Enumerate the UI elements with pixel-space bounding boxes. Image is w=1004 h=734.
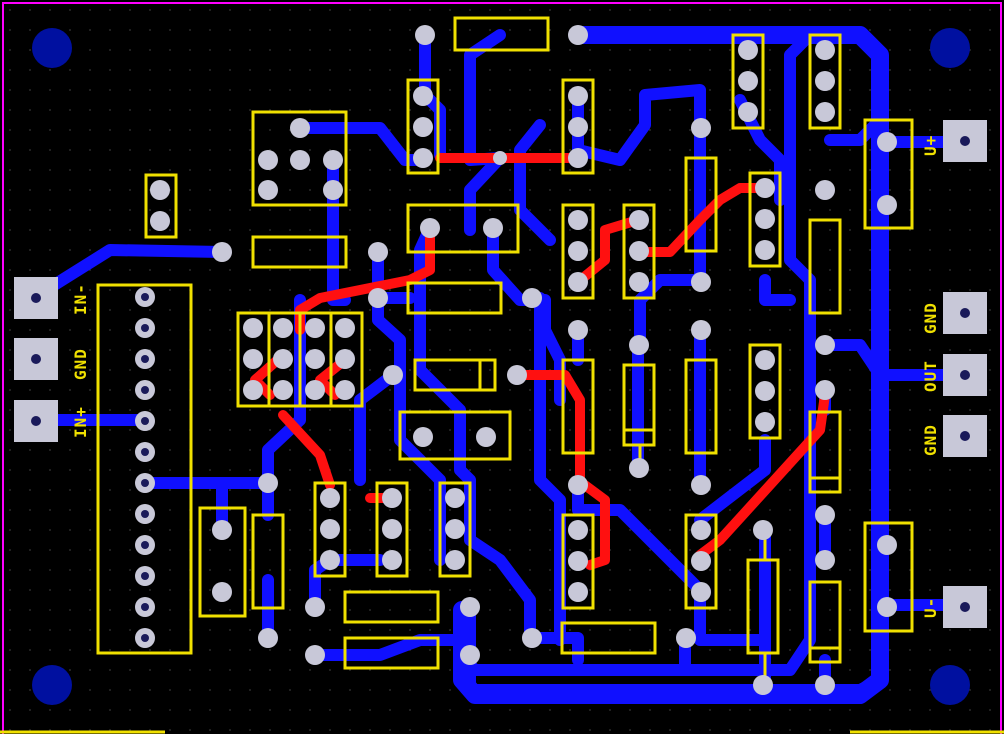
d-horizontal <box>413 358 497 392</box>
d-vert-3 <box>808 580 842 664</box>
connector-pads <box>14 120 987 628</box>
c-uminus <box>863 521 914 633</box>
label-gnd-right-bottom: GND <box>921 424 940 456</box>
q-mid-1 <box>561 203 595 300</box>
q-top-2 <box>561 78 595 175</box>
c-uplus <box>863 118 914 230</box>
label-in-plus: IN+ <box>71 406 90 438</box>
pad-drills <box>141 293 149 642</box>
r-bottom-2 <box>343 636 440 670</box>
q-mid-4 <box>748 343 782 440</box>
r-vert-4 <box>808 218 842 315</box>
silkscreen-outlines <box>96 16 914 685</box>
r-vert-1 <box>684 156 718 253</box>
r-bottom-1 <box>343 590 440 624</box>
r-mid-1 <box>406 281 503 315</box>
q-top-3 <box>731 33 765 130</box>
r-vert-6 <box>746 558 780 655</box>
d-vert-2 <box>808 410 842 494</box>
r-vert-3 <box>561 358 595 455</box>
c-left <box>198 506 247 618</box>
label-v-plus: U+ <box>921 135 940 156</box>
label-gnd-right-top: GND <box>921 302 940 334</box>
r-vert-2 <box>684 358 718 455</box>
mounting-hole-top-right <box>930 28 970 68</box>
q-top-1 <box>406 78 440 175</box>
r-bottom-3 <box>560 621 657 655</box>
q-low-4 <box>561 513 595 610</box>
mounting-hole-top-left <box>32 28 72 68</box>
mounting-hole-bottom-left <box>32 665 72 705</box>
c-mid-2 <box>398 410 512 461</box>
q-mid-3 <box>748 171 782 268</box>
trimmer-outline <box>251 110 348 207</box>
bottom-copper-power-rails <box>453 26 889 704</box>
ic-socket-outline <box>96 283 193 655</box>
q-low-2 <box>375 481 409 578</box>
mounting-hole-bottom-right <box>930 665 970 705</box>
label-v-minus: U- <box>921 597 940 618</box>
label-out: OUT <box>921 360 940 392</box>
q-low-1 <box>313 481 347 578</box>
q-low-5 <box>684 513 718 610</box>
q-top-4 <box>808 33 842 130</box>
label-gnd-left: GND <box>71 348 90 380</box>
r-top <box>453 16 550 52</box>
c-mid-1 <box>406 203 520 254</box>
label-in-minus: IN- <box>71 283 90 315</box>
q1-outline <box>144 173 178 239</box>
pads <box>135 25 897 695</box>
connector-labels: IN- GND IN+ U+ GND OUT GND U- <box>71 135 940 618</box>
mounting-holes <box>32 28 970 705</box>
q-low-3 <box>438 481 472 578</box>
r-vert-5 <box>251 513 285 610</box>
q-mid-2 <box>622 203 656 300</box>
r-left-1 <box>251 235 348 269</box>
